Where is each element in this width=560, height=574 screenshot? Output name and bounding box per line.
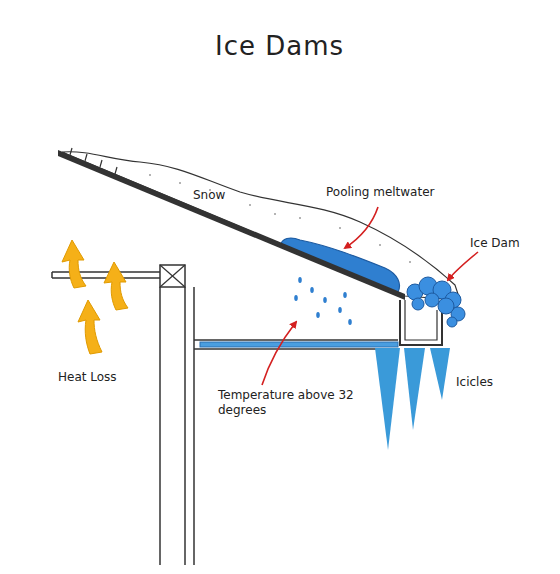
callout-label: Pooling meltwater (326, 185, 435, 200)
callout-label: Snow (193, 188, 225, 203)
water-drops (294, 277, 352, 325)
callout-label: Ice Dam (470, 236, 520, 251)
heat-loss-arrow (62, 240, 128, 354)
icicles (375, 348, 450, 450)
callout-label: Heat Loss (58, 370, 117, 385)
wall (184, 287, 186, 565)
ice-dam (407, 277, 465, 327)
top-plate (160, 265, 185, 287)
diagram-title: Ice Dams (215, 30, 344, 63)
soffit-strip (200, 342, 398, 347)
callout-label: Icicles (456, 375, 493, 390)
callout-label: Temperature above 32 degrees (218, 388, 368, 418)
soffit (194, 339, 398, 341)
attic-floor (52, 271, 160, 273)
wall (159, 287, 161, 565)
callout-arrow (262, 207, 478, 385)
wall (193, 287, 195, 565)
